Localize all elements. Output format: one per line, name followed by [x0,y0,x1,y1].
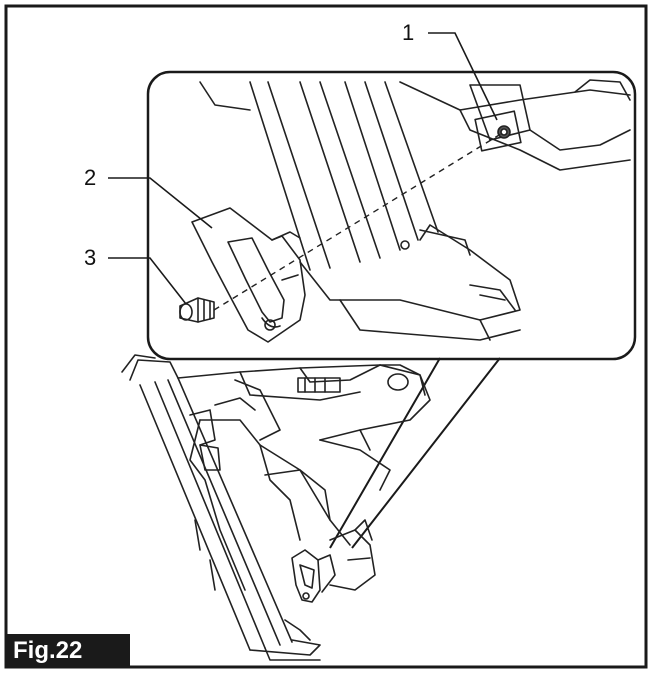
callout-number-3: 3 [84,245,97,270]
inset-detail [146,70,637,361]
figure-label: Fig.22 [5,634,130,668]
magnifier-pointer [329,357,501,549]
alignment-dashed-line [213,131,505,311]
outer-border [4,4,648,669]
leader-2 [108,177,213,229]
leader-1 [428,32,498,121]
leader-3 [108,257,187,305]
callout-number-2: 2 [84,165,97,190]
callout-leaders [108,32,498,305]
nailer-tool [121,354,431,661]
callout-number-1: 1 [402,20,415,45]
inset-border [146,70,637,361]
